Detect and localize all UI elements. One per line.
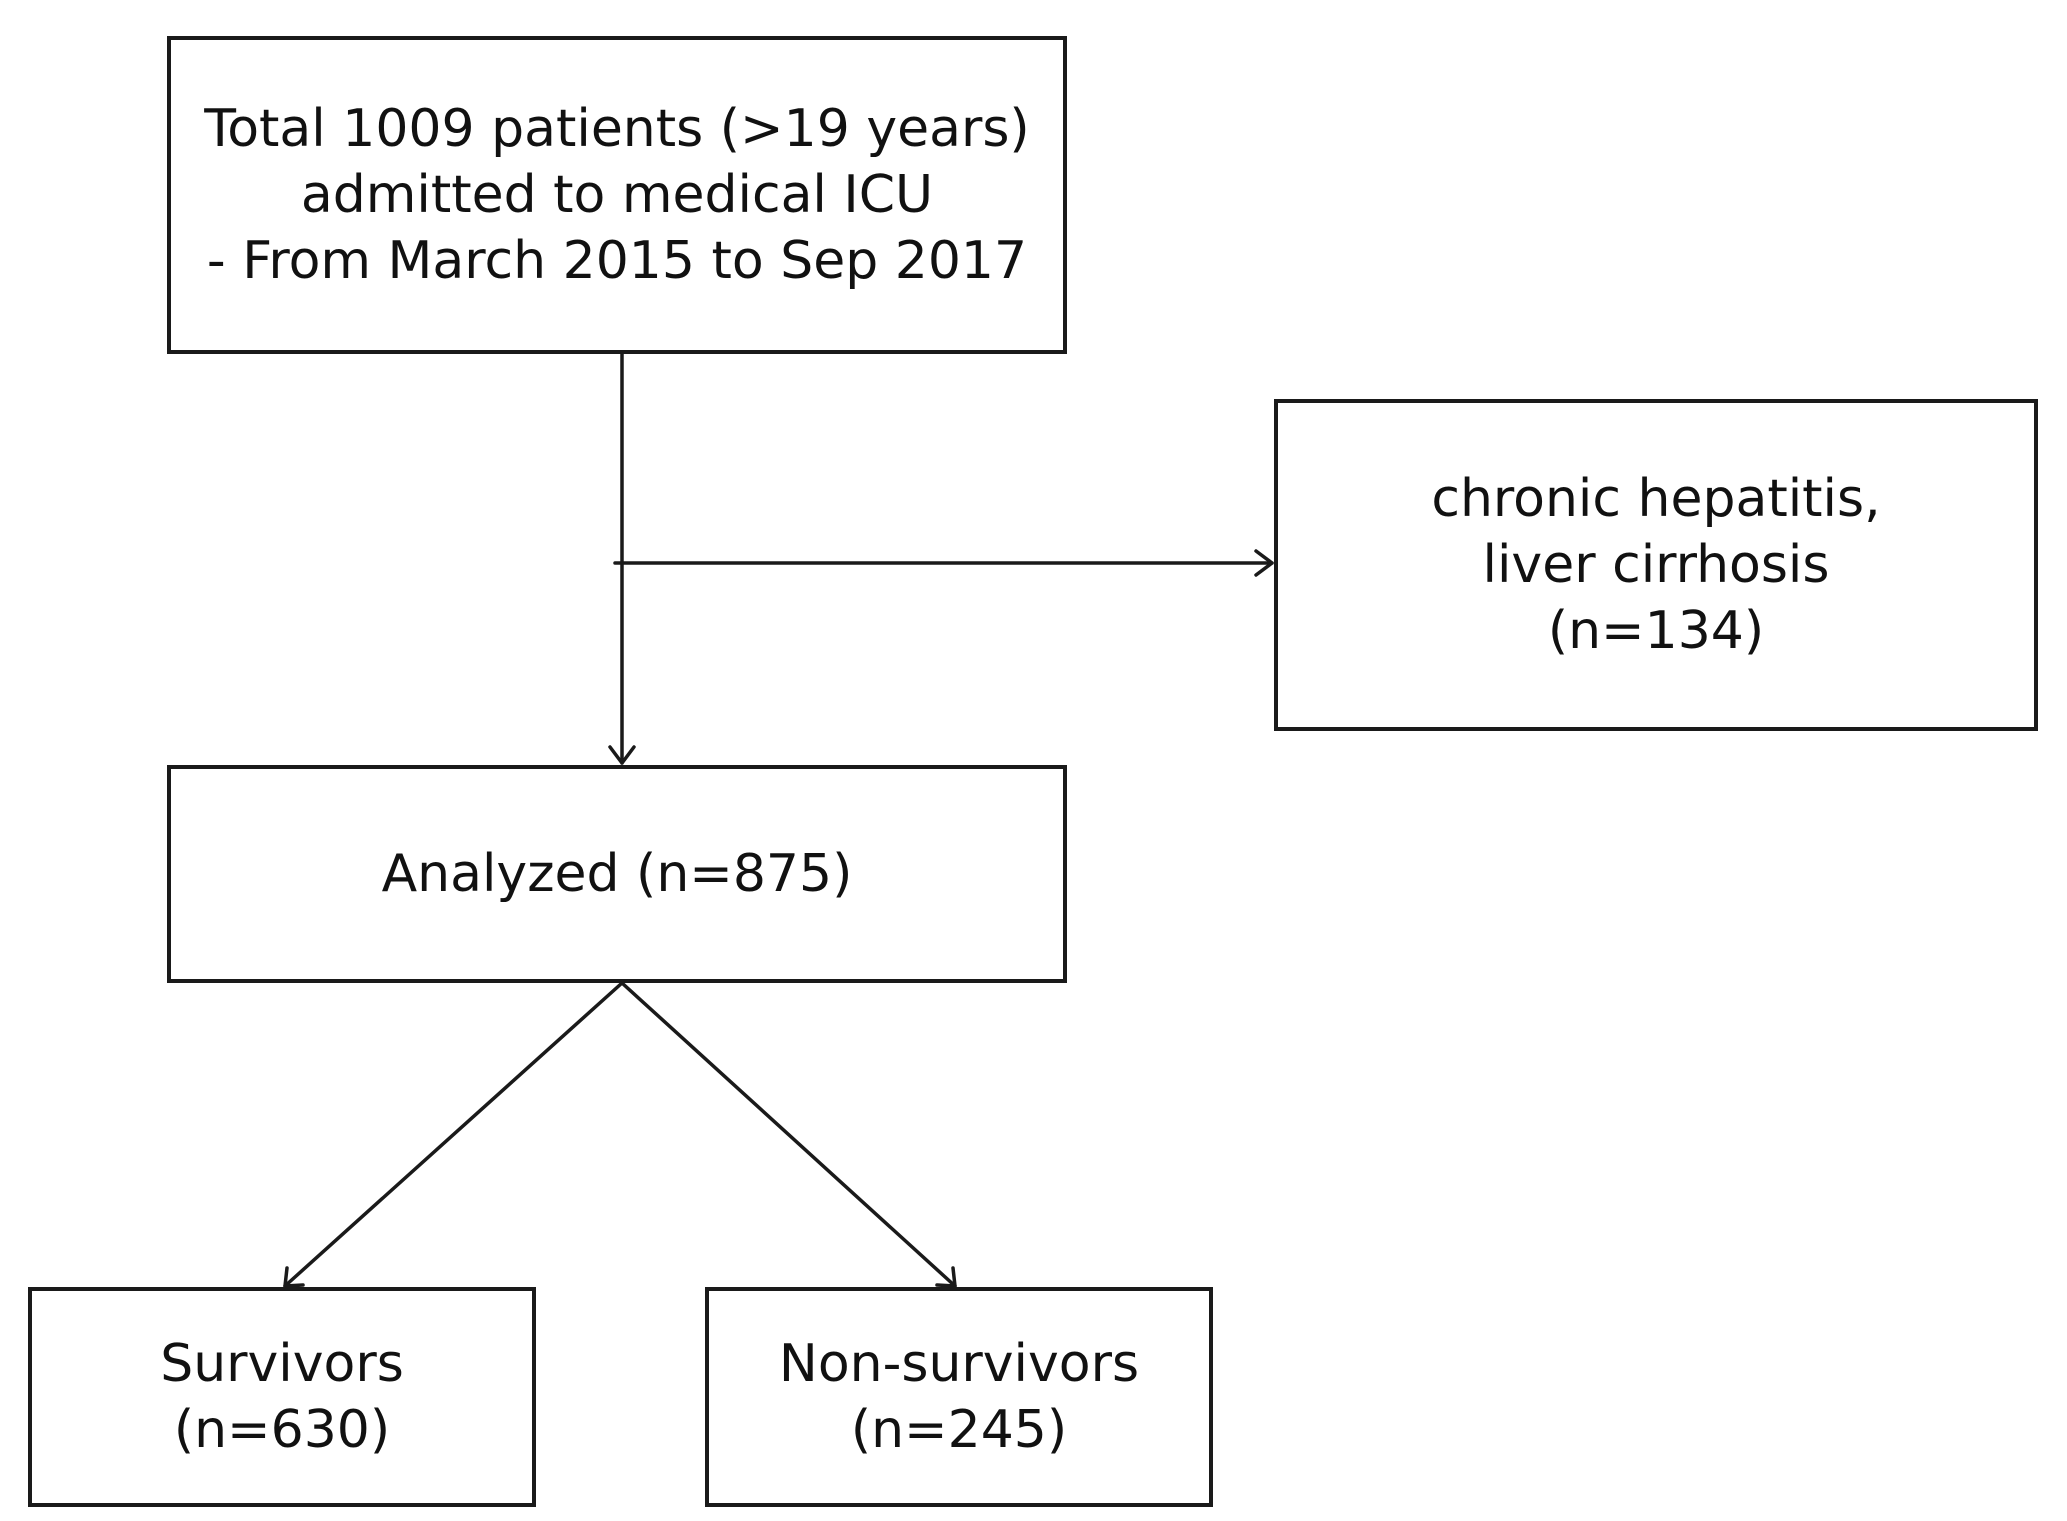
analyzed-line-1: Analyzed (n=875) [381, 844, 853, 904]
total-line-1: Total 1009 patients (>19 years) [204, 99, 1030, 159]
box-survivors: Survivors (n=630) [28, 1287, 536, 1507]
box-non-survivors: Non-survivors (n=245) [705, 1287, 1213, 1507]
connector-analyzed-to-survivors [283, 981, 624, 1288]
total-line-2: admitted to medical ICU [300, 165, 934, 225]
arrowhead-excluded [1254, 549, 1274, 577]
excluded-line-3: (n=134) [1547, 601, 1765, 661]
survivors-line-2: (n=630) [173, 1400, 391, 1460]
arrowhead-analyzed [608, 745, 636, 765]
connector-analyzed-to-nonsurvivors [620, 981, 957, 1288]
arrowhead-nonsurvivors [935, 1266, 957, 1288]
excluded-line-1: chronic hepatitis, [1431, 469, 1881, 529]
box-excluded: chronic hepatitis, liver cirrhosis (n=13… [1274, 399, 2038, 731]
box-total-patients: Total 1009 patients (>19 years) admitted… [167, 36, 1067, 354]
total-line-3: - From March 2015 to Sep 2017 [206, 231, 1028, 291]
box-analyzed: Analyzed (n=875) [167, 765, 1067, 983]
excluded-line-2: liver cirrhosis [1482, 535, 1830, 595]
nonsurvivors-line-1: Non-survivors [778, 1334, 1140, 1394]
arrowhead-survivors [283, 1266, 305, 1288]
nonsurvivors-line-2: (n=245) [850, 1400, 1068, 1460]
survivors-line-1: Survivors [160, 1334, 404, 1394]
